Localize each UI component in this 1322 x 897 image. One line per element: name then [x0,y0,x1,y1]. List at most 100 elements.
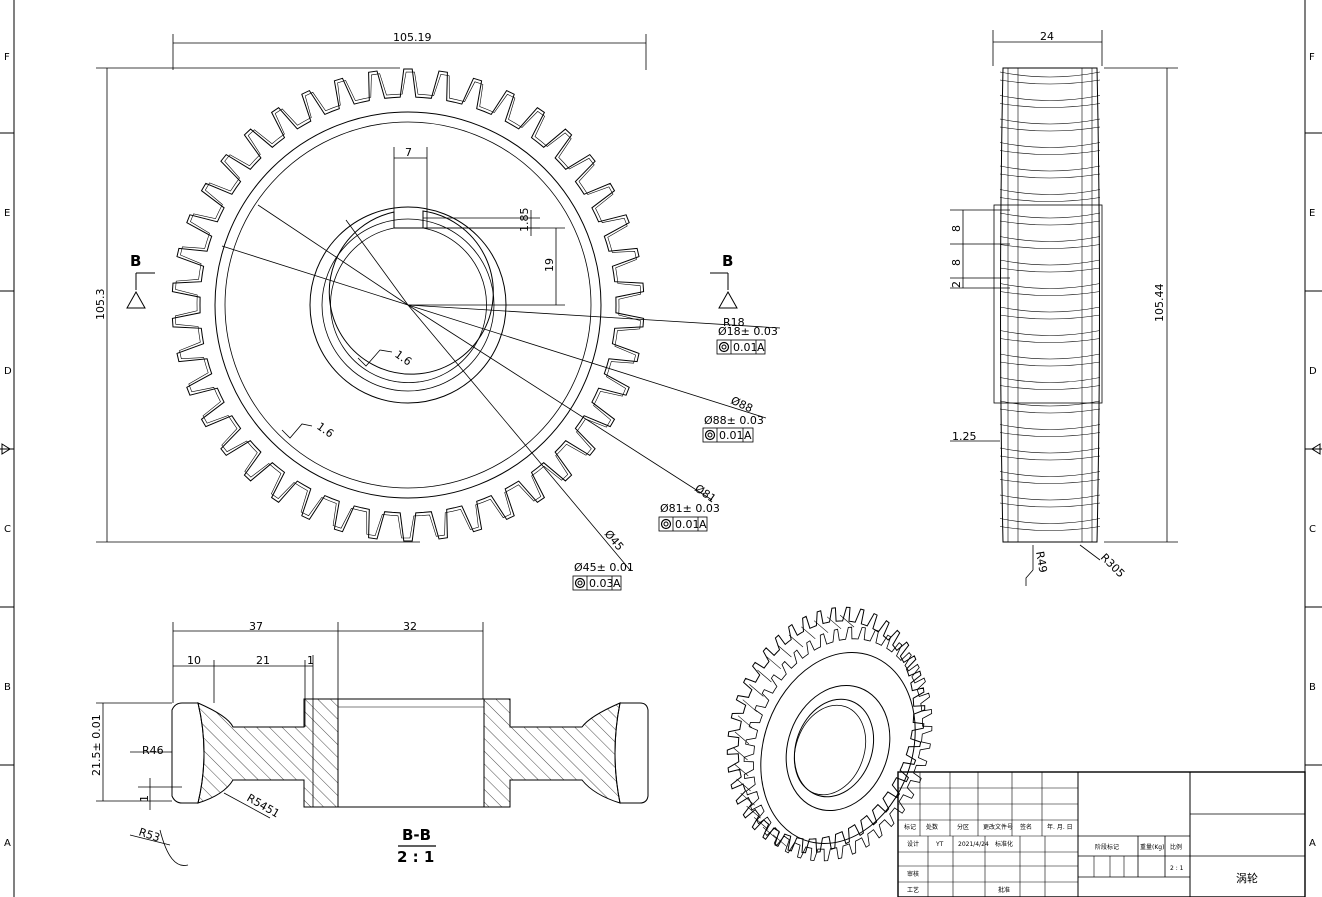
iso-tooth-line [762,826,778,840]
sec-r46: R46 [142,744,164,757]
tb-date: 2021/4/24 [958,841,989,848]
datum-letter: A [699,518,707,531]
section-scale: 2 : 1 [397,848,434,866]
dim-keyway-depth: 1.85 [518,208,531,233]
tolerance-value: 0.01 [733,341,758,354]
iso-face-circle [760,651,916,845]
zone-labels-left: F E D C B A [4,52,12,849]
iso-tooth-line [740,792,755,806]
side-tooth-line [999,142,1101,155]
side-tooth-line [999,118,1101,132]
tb-label-count: 处数 [926,823,938,831]
dim-width-label: 105.19 [393,31,432,44]
iso-gear-outline-back [743,626,933,862]
tb-process: 工艺 [907,886,919,894]
zone-label: F [4,52,10,63]
sec-r53: R53 [137,825,162,844]
root-circle [224,121,592,489]
roughness-value: 1.6 [392,348,414,369]
sec-dim-32: 32 [403,620,417,633]
iso-tooth-line [737,715,753,728]
callout-tolerance: Ø81± 0.03 [660,502,720,515]
tb-ratio-value: 2 : 1 [1170,865,1184,872]
tb-designer: YT [935,841,944,848]
roughness-inner: 1.6 [357,348,414,369]
iso-tooth-line [826,616,842,630]
side-tooth-line [999,494,1101,508]
bore-with-keyway [328,210,494,375]
tb-approve: 批准 [998,886,1010,894]
callout-d45: Ø45 Ø45± 0.01 0.03 A [572,528,634,591]
zone-label: C [4,524,11,535]
section-mark-left: B [126,252,155,309]
side-tooth-line [999,71,1101,85]
side-tooth-line [999,330,1101,343]
side-dim-8b: 8 [950,259,963,266]
side-tooth-line [999,165,1101,179]
iso-tooth-line [749,684,764,697]
tb-label-date: 年. 月. 日 [1047,823,1073,831]
sec-r5451: R5451 [245,791,282,820]
section-hatch-left [197,698,339,808]
gear-front-view: 105.19 105.3 7 1.85 19 B B 1.6 1.6 [94,31,781,591]
iso-tooth-line [801,626,816,640]
iso-tooth-line [813,620,829,633]
zone-label: A [1309,838,1316,849]
zone-label: F [1309,52,1315,63]
side-tooth-line [999,377,1101,390]
iso-hub-outer [785,684,891,812]
section-dimension-lines [96,622,484,846]
side-tooth-line [999,471,1101,484]
tolerance-value: 0.01 [675,518,700,531]
zone-label: B [1309,682,1316,693]
iso-tooth-line [766,656,781,670]
zone-labels-right: F E D C B A [1309,52,1317,849]
tb-stage-mark: 阶段标记 [1095,843,1119,851]
roughness-value: 1.6 [314,420,336,441]
side-outline [1000,67,1100,543]
tb-label-change-doc: 更改文件号 [983,823,1013,831]
roughness-outer: 1.6 [281,420,336,441]
iso-tooth-line [746,805,761,819]
iso-bore-inner [793,704,867,796]
zone-label: D [4,366,12,377]
tb-standardize: 标准化 [995,840,1013,848]
gear-isometric-view [726,606,933,862]
callout-d81: Ø81 Ø81± 0.03 0.01 A [658,482,720,532]
side-tooth-line [999,424,1101,437]
side-dimension-lines [950,30,1178,586]
tb-label-mark: 标记 [904,823,916,831]
title-block [897,771,1306,897]
gear-side-view: 24 105.44 8 8 2 1.25 R49 R305 [950,30,1178,586]
side-tooth-line [999,283,1101,296]
section-title: B-B [402,826,431,844]
side-hub-band [993,204,1103,404]
tolerance-value: 0.03 [589,577,614,590]
side-tooth-line [999,95,1101,108]
iso-tooth-line [839,614,855,628]
section-rim-right [614,702,649,804]
section-view: 37 32 10 21 1 21.5± 0.01 1 R46 R5451 R53… [90,620,649,866]
callout-tolerance: Ø88± 0.03 [704,414,764,427]
side-tooth-line [999,212,1101,226]
tolerance-value: 0.01 [719,429,744,442]
gear-tooth-profile [171,68,645,542]
sec-dim-10: 10 [187,654,201,667]
side-tooth-line [999,518,1101,531]
datum-letter: A [757,341,765,354]
tb-design: 设计 [907,840,919,848]
title-block-text: 标记 处数 分区 更改文件号 签名 年. 月. 日 设计 YT 2021/4/2… [904,823,1258,894]
datum-letter: A [613,577,621,590]
side-tooth-line [999,236,1101,249]
sec-dim-37: 37 [249,620,263,633]
iso-tooth-line [757,669,772,683]
iso-tooth-line [733,747,748,761]
side-r49: R49 [1033,550,1050,574]
iso-tooth-line [742,699,757,712]
iso-tooth-line [777,644,792,658]
zone-label: E [4,208,10,219]
section-bore [337,698,485,808]
side-tooth-line [999,447,1101,461]
side-tooth-line [999,353,1101,367]
